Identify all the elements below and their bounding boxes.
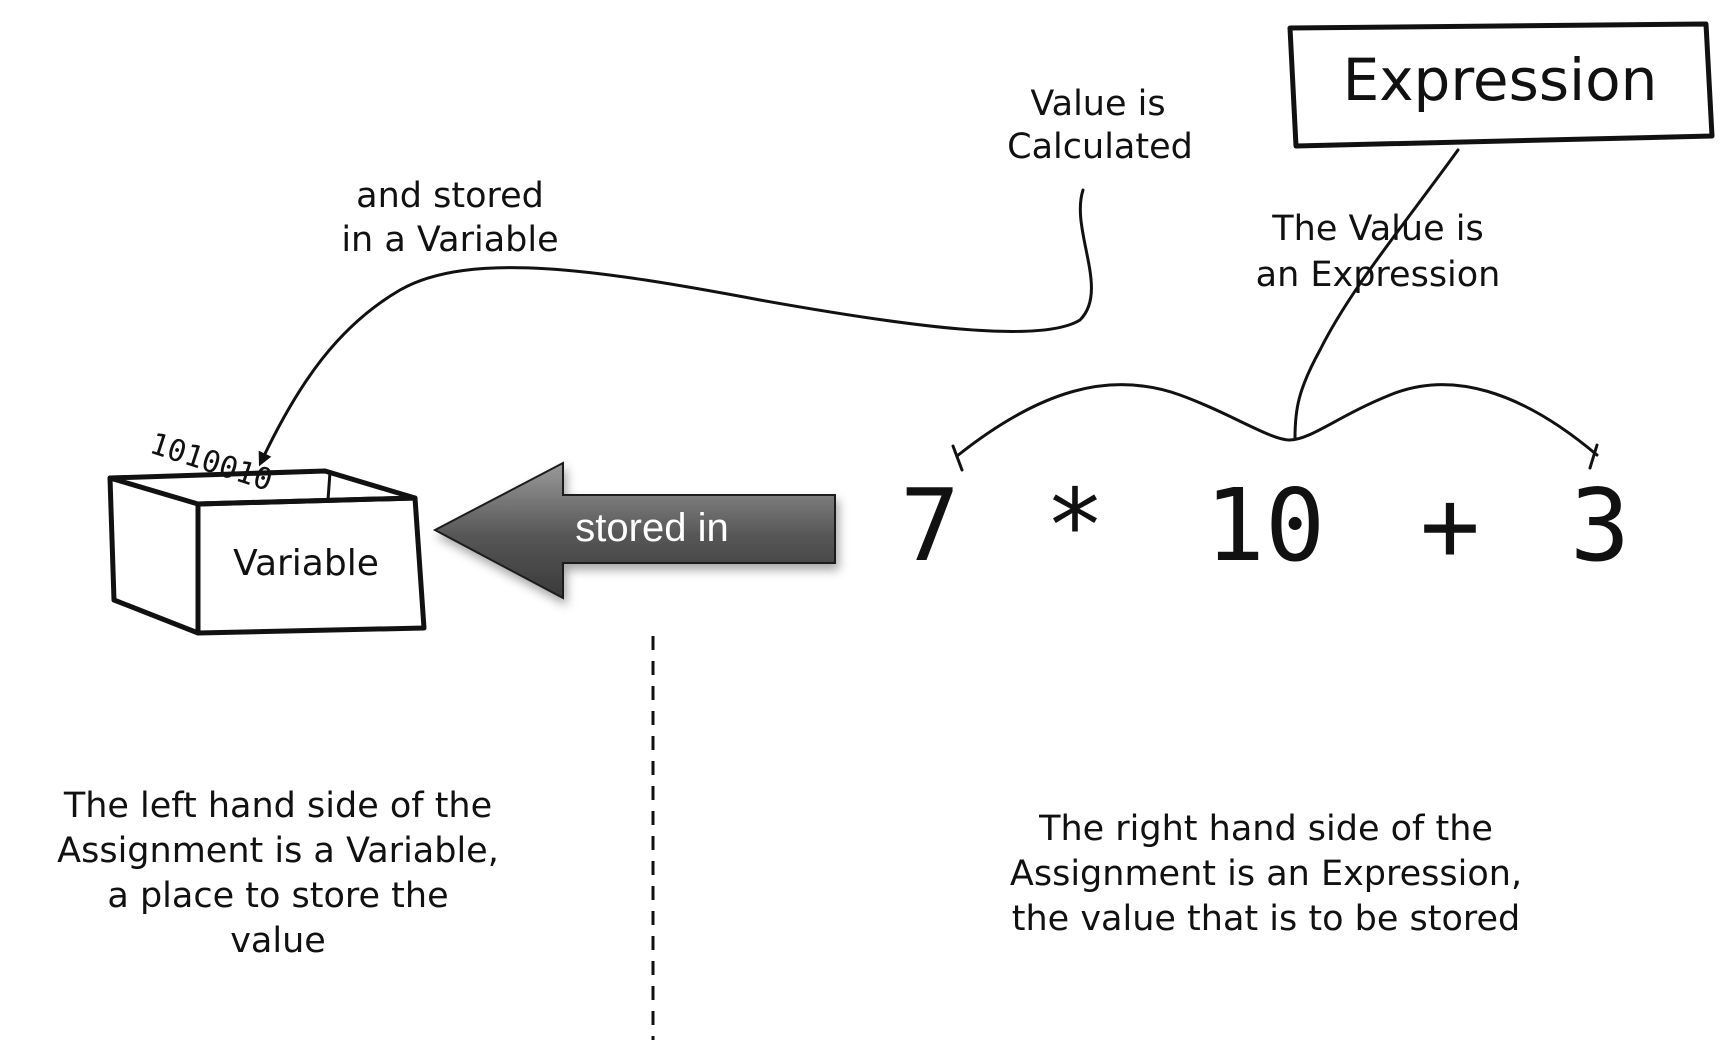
expression-token: 10: [1205, 467, 1325, 584]
svg-text:a place to store the: a place to store the: [107, 876, 448, 916]
svg-text:Value is: Value is: [1030, 84, 1165, 124]
stored-in-arrow-label: stored in: [575, 506, 728, 550]
expression: 7 * 10 + 3: [900, 467, 1630, 584]
left-description: The left hand side of the Assignment is …: [57, 786, 499, 961]
svg-text:and stored: and stored: [356, 176, 544, 216]
stored-in-arrow: stored in: [432, 461, 836, 600]
svg-text:an Expression: an Expression: [1256, 255, 1501, 295]
variable-box: Variable 1010010: [107, 426, 427, 636]
value-calculated-label: Value is Calculated: [1007, 84, 1193, 167]
svg-text:Assignment is a Variable,: Assignment is a Variable,: [57, 831, 499, 871]
expression-token: *: [1045, 467, 1105, 584]
expression-token: 7: [900, 467, 960, 584]
calculated-to-variable-arrow: [258, 188, 1093, 467]
brace-right-tick: [1588, 443, 1599, 470]
expression-pointer-line: [1293, 148, 1460, 440]
svg-text:Assignment is an Expression,: Assignment is an Expression,: [1010, 854, 1522, 894]
value-is-expression-label: The Value is an Expression: [1256, 209, 1501, 295]
svg-text:Calculated: Calculated: [1007, 127, 1193, 167]
right-description: The right hand side of the Assignment is…: [1010, 809, 1522, 939]
expression-token: 3: [1570, 467, 1630, 584]
svg-text:the value that is to be stored: the value that is to be stored: [1012, 899, 1520, 939]
variable-box-label: Variable: [233, 543, 379, 584]
expression-box-label: Expression: [1343, 46, 1658, 114]
expression-box: Expression: [1287, 21, 1715, 149]
svg-text:in a Variable: in a Variable: [341, 220, 558, 260]
svg-text:The Value is: The Value is: [1271, 209, 1483, 249]
svg-text:The right hand side of the: The right hand side of the: [1038, 809, 1493, 849]
stored-in-variable-label: and stored in a Variable: [341, 176, 558, 260]
expression-brace: [955, 383, 1599, 458]
svg-text:value: value: [230, 921, 326, 961]
svg-text:The left hand side of the: The left hand side of the: [63, 786, 492, 826]
expression-token: +: [1420, 467, 1480, 584]
brace-left-tick: [951, 444, 964, 472]
binary-bits: 1010010: [146, 426, 277, 498]
